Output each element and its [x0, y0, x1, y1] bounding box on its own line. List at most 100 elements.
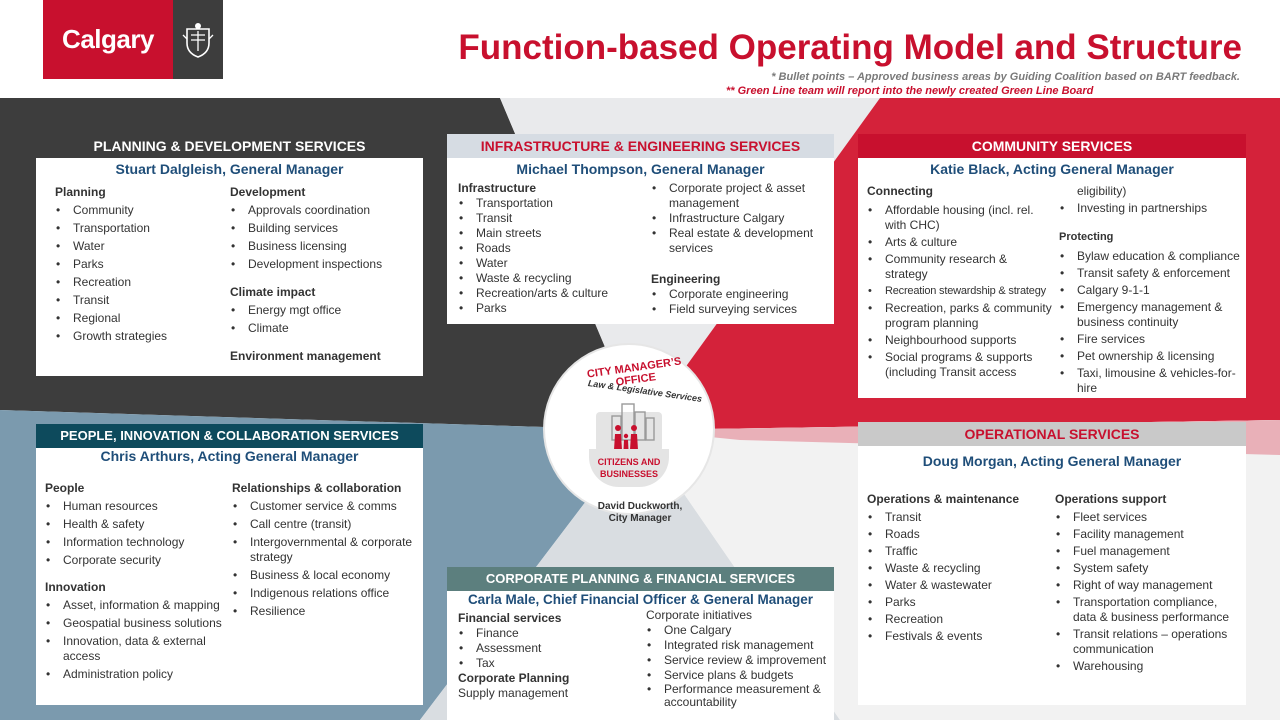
box-title: PLANNING & DEVELOPMENT SERVICES: [36, 134, 423, 158]
engineering-list: Corporate engineering Field surveying se…: [651, 287, 829, 317]
list-item: Corporate security: [45, 553, 235, 568]
list-item: Performance measurement & accountability: [646, 683, 832, 709]
development-column: Development Approvals coordination Build…: [230, 185, 420, 364]
box-title: CORPORATE PLANNING & FINANCIAL SERVICES: [447, 567, 834, 591]
relationships-list: Customer service & comms Call centre (tr…: [232, 499, 420, 619]
box-title: INFRASTRUCTURE & ENGINEERING SERVICES: [447, 134, 834, 158]
list-item: Warehousing: [1055, 659, 1243, 674]
list-item: Neighbourhood supports: [867, 333, 1052, 348]
list-item: Geospatial business solutions: [45, 616, 235, 631]
operational-services-box: OPERATIONAL SERVICES Doug Morgan, Acting…: [858, 422, 1246, 705]
planning-list: Community Transportation Water Parks Rec…: [55, 203, 225, 344]
list-item: Transit relations – operations communica…: [1055, 627, 1243, 657]
climate-list: Energy mgt office Climate: [230, 303, 420, 336]
list-item: Recreation: [55, 275, 225, 290]
section-heading: Connecting: [867, 184, 933, 198]
list-item: Taxi, limousine & vehicles-for-hire: [1059, 366, 1243, 396]
maintenance-column: Operations & maintenance Transit Roads T…: [867, 492, 1052, 646]
list-item: Field surveying services: [651, 302, 829, 317]
list-item: Finance: [458, 626, 638, 641]
list-item: Recreation: [867, 612, 1052, 627]
list-item: Transit: [867, 510, 1052, 525]
list-item: Social programs & supports (including Tr…: [867, 350, 1052, 380]
list-item: Fuel management: [1055, 544, 1243, 559]
support-list: Fleet services Facility management Fuel …: [1055, 510, 1243, 674]
list-item: Right of way management: [1055, 578, 1243, 593]
people-innovation-box: PEOPLE, INNOVATION & COLLABORATION SERVI…: [36, 424, 423, 705]
page-title: Function-based Operating Model and Struc…: [458, 28, 1242, 67]
manager-name: Doug Morgan, Acting General Manager: [922, 453, 1182, 469]
maintenance-list: Transit Roads Traffic Waste & recycling …: [867, 510, 1052, 644]
section-heading: Planning: [55, 185, 106, 199]
list-item: Roads: [458, 241, 648, 256]
community-services-box: COMMUNITY SERVICES Katie Black, Acting G…: [858, 134, 1246, 398]
logo-wordmark: Calgary: [43, 0, 173, 79]
list-item: Assessment: [458, 641, 638, 656]
citizens-city-icon: [588, 398, 670, 452]
list-item: Intergovernmental & corporate strategy: [232, 535, 420, 565]
list-item: Bylaw education & compliance: [1059, 249, 1243, 264]
list-item: Integrated risk management: [646, 638, 832, 653]
list-item: Parks: [867, 595, 1052, 610]
infrastructure-column: Infrastructure Transportation Transit Ma…: [458, 181, 648, 316]
list-item: Business & local economy: [232, 568, 420, 583]
citizens-businesses-badge: CITIZENS AND BUSINESSES: [589, 449, 669, 487]
box-title: PEOPLE, INNOVATION & COLLABORATION SERVI…: [36, 424, 423, 448]
section-heading: Infrastructure: [458, 181, 537, 195]
section-heading: Financial services: [458, 611, 562, 625]
list-item: Business licensing: [230, 239, 420, 254]
list-item: Traffic: [867, 544, 1052, 559]
connecting-column: Connecting Affordable housing (incl. rel…: [867, 184, 1052, 382]
list-item: Energy mgt office: [230, 303, 420, 318]
list-item: Recreation, parks & community program pl…: [867, 301, 1052, 331]
connecting-list: Affordable housing (incl. rel. with CHC)…: [867, 203, 1052, 380]
list-item: Waste & recycling: [458, 271, 648, 286]
list-item: Waste & recycling: [867, 561, 1052, 576]
city-manager-name: David Duckworth, City Manager: [578, 501, 702, 525]
manager-role-text: City Manager: [608, 513, 672, 524]
manager-name: Michael Thompson, General Manager: [516, 161, 765, 177]
businesses-label: BUSINESSES: [599, 469, 659, 479]
relationships-column: Relationships & collaboration Customer s…: [232, 481, 420, 622]
list-item: Transit: [55, 293, 225, 308]
list-item: Transportation: [458, 196, 648, 211]
section-heading: Operations & maintenance: [867, 492, 1020, 506]
list-item: Fire services: [1059, 332, 1243, 347]
list-item: Water: [55, 239, 225, 254]
list-item: Roads: [867, 527, 1052, 542]
protecting-list: Bylaw education & compliance Transit saf…: [1059, 249, 1243, 396]
list-item: Innovation, data & external access: [45, 634, 235, 664]
list-item: Service plans & budgets: [646, 668, 832, 683]
section-heading: Corporate Planning: [458, 671, 570, 685]
box-title: OPERATIONAL SERVICES: [858, 422, 1246, 446]
list-item: Information technology: [45, 535, 235, 550]
infrastructure-right-column: Corporate project & asset management Inf…: [651, 181, 829, 317]
infrastructure-engineering-box: INFRASTRUCTURE & ENGINEERING SERVICES Mi…: [447, 134, 834, 324]
list-item: Asset, information & mapping: [45, 598, 235, 613]
supply-management: Supply management: [458, 686, 569, 700]
section-heading: Innovation: [45, 580, 106, 594]
manager-name: Chris Arthurs, Acting General Manager: [100, 448, 359, 464]
corporate-asset-list: Corporate project & asset management Inf…: [651, 181, 829, 256]
calgary-logo[interactable]: Calgary: [43, 0, 223, 79]
section-heading: Climate impact: [230, 285, 316, 299]
section-heading: Engineering: [651, 272, 721, 286]
list-item: Tax: [458, 656, 638, 671]
list-item: Administration policy: [45, 667, 235, 682]
list-item: Human resources: [45, 499, 235, 514]
section-heading: Environment management: [230, 349, 381, 363]
people-list: Human resources Health & safety Informat…: [45, 499, 235, 568]
list-item: Main streets: [458, 226, 648, 241]
section-heading: Development: [230, 185, 306, 199]
financial-list: Finance Assessment Tax: [458, 626, 638, 671]
list-item: Transit safety & enforcement: [1059, 266, 1243, 281]
planning-development-box: PLANNING & DEVELOPMENT SERVICES Stuart D…: [36, 134, 423, 376]
initiatives-list: One Calgary Integrated risk management S…: [646, 623, 832, 709]
partnerships-list: Investing in partnerships: [1059, 201, 1243, 216]
planning-column: Planning Community Transportation Water …: [55, 185, 225, 347]
section-heading: People: [45, 481, 85, 495]
list-item: Indigenous relations office: [232, 586, 420, 601]
list-item: Emergency management & business continui…: [1059, 300, 1243, 330]
list-item: Parks: [55, 257, 225, 272]
list-item: Growth strategies: [55, 329, 225, 344]
